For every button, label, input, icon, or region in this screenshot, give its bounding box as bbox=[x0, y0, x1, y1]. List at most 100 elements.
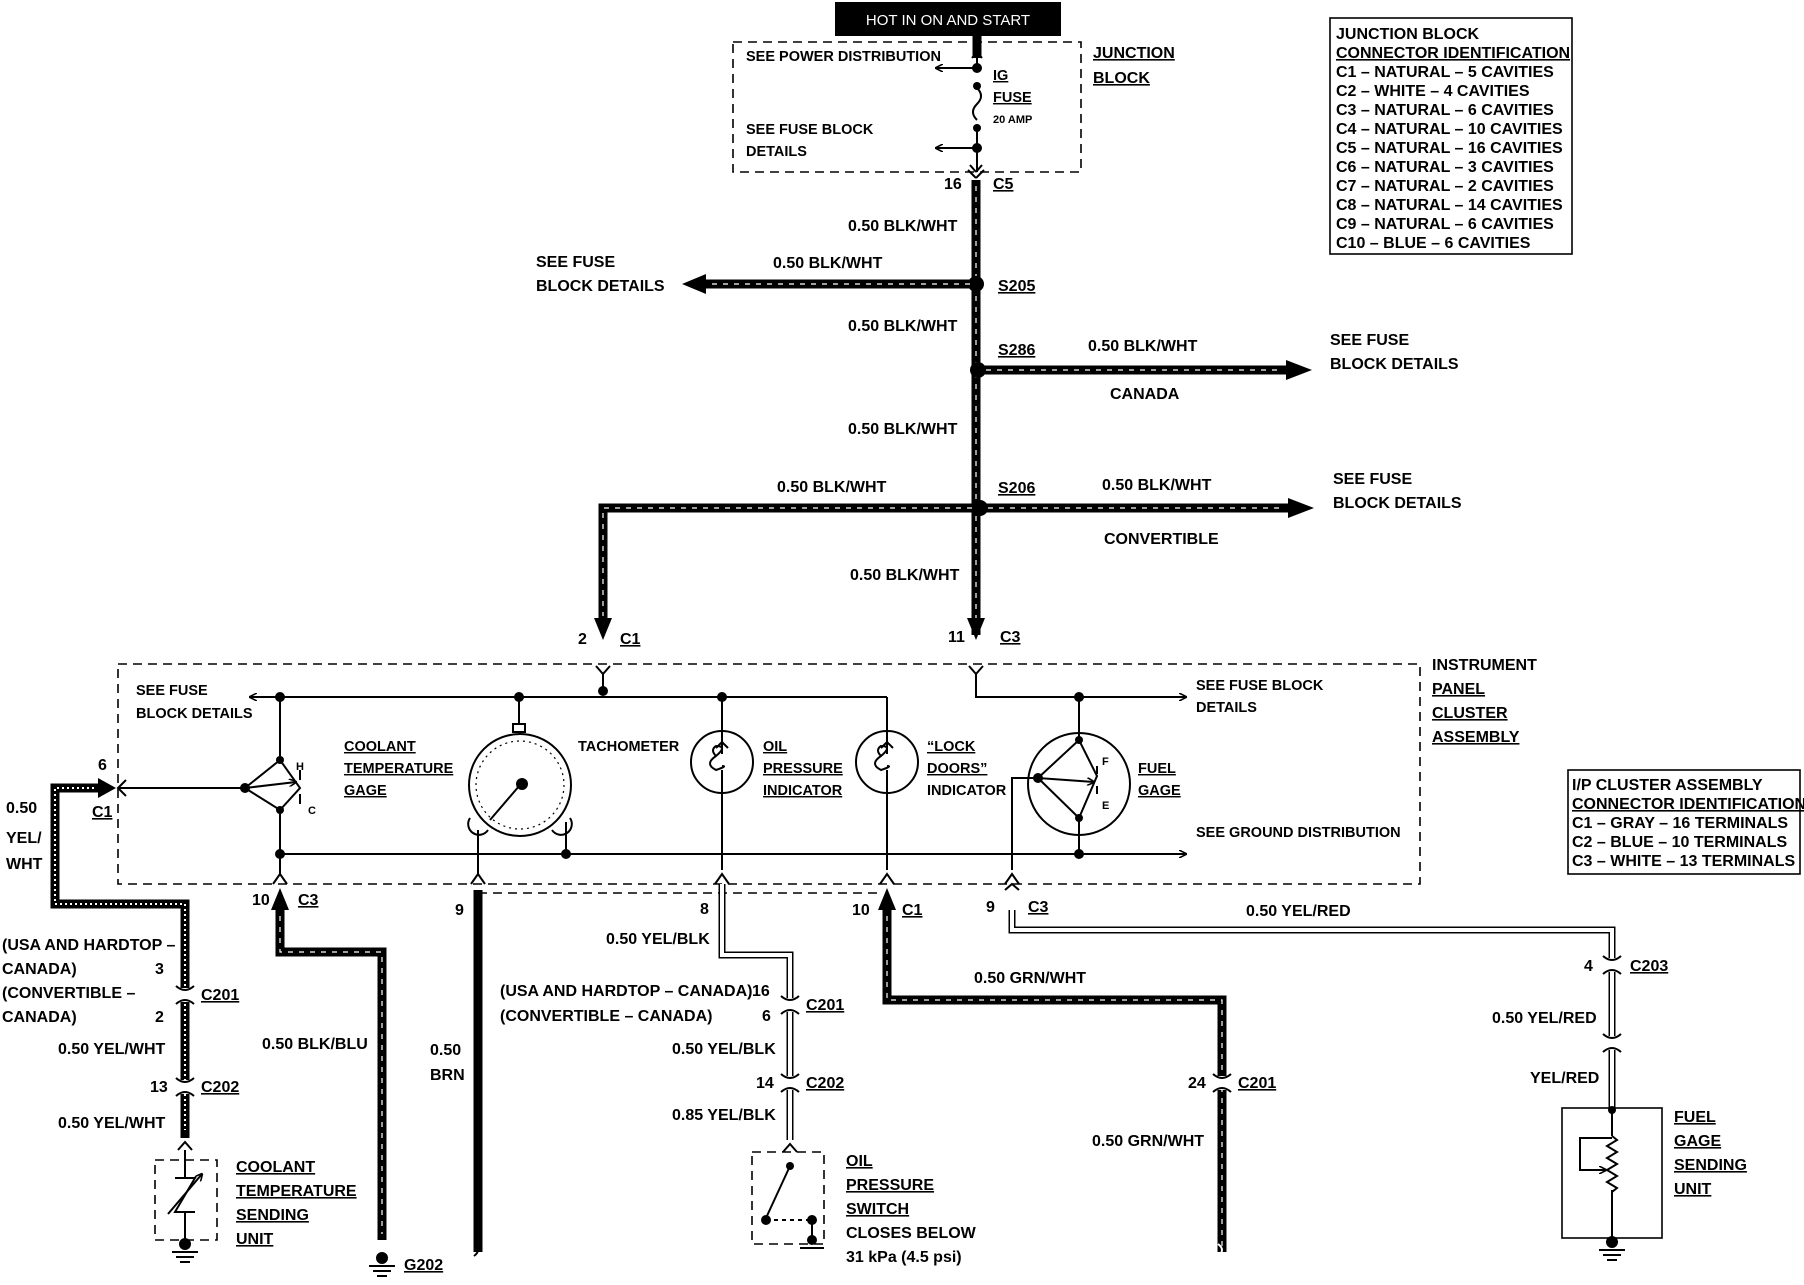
see-fuse-right-2: DETAILS bbox=[1196, 700, 1257, 716]
see-fuse-block-1: SEE FUSE bbox=[1330, 332, 1409, 349]
c201-label: C201 bbox=[806, 997, 844, 1014]
note-2: CANADA) bbox=[2, 961, 77, 978]
wire-label: 0.50 BLK/WHT bbox=[1088, 338, 1198, 355]
c3-label: C3 bbox=[298, 892, 319, 909]
coolant-gage-label-3: GAGE bbox=[344, 783, 387, 799]
lock-doors-circuit: 10 C1 0.50 GRN/WHT 24 C201 0.50 GRN/WHT bbox=[852, 888, 1276, 1257]
c3-top-label: C3 bbox=[1000, 629, 1021, 646]
c3-pin: 9 bbox=[986, 899, 995, 916]
see-fuse-right-1: SEE FUSE BLOCK bbox=[1196, 678, 1324, 694]
c201-pin: 24 bbox=[1188, 1075, 1206, 1092]
c3-label: C3 bbox=[1028, 899, 1049, 916]
cluster-title-4: ASSEMBLY bbox=[1432, 729, 1520, 746]
coolant-sender-label-3: SENDING bbox=[236, 1207, 309, 1224]
c1-top-pin: 2 bbox=[578, 631, 587, 648]
c202-pin: 13 bbox=[150, 1079, 168, 1096]
oil-switch-icon bbox=[761, 1162, 824, 1249]
c201-label: C201 bbox=[201, 987, 239, 1004]
ip-table-title-1: I/P CLUSTER ASSEMBLY bbox=[1572, 777, 1763, 794]
see-fuse-left-1: SEE FUSE bbox=[136, 683, 208, 699]
fuel-sender-label-1: FUEL bbox=[1674, 1109, 1716, 1126]
ground-icon bbox=[172, 1238, 198, 1263]
wire-label: 0.50 BLK/WHT bbox=[777, 479, 887, 496]
jb-table-row: C8 – NATURAL – 14 CAVITIES bbox=[1336, 197, 1563, 214]
coolant-sender-label-4: UNIT bbox=[236, 1231, 274, 1248]
s205-label: S205 bbox=[998, 278, 1035, 295]
wire-label: 0.50 YEL/BLK bbox=[606, 931, 710, 948]
fuel-gage-icon: F E bbox=[1011, 697, 1131, 870]
c1-pin: 10 bbox=[852, 902, 870, 919]
oil-switch-note-1: CLOSES BELOW bbox=[846, 1225, 977, 1242]
gage-e-mark: E bbox=[1102, 800, 1109, 812]
c203-label: C203 bbox=[1630, 958, 1668, 975]
wire-label: 0.50 BLK/WHT bbox=[848, 421, 958, 438]
c202-label: C202 bbox=[806, 1075, 844, 1092]
coolant-gage-label-1: COOLANT bbox=[344, 739, 416, 755]
see-fuse-block-label-1: SEE FUSE BLOCK bbox=[746, 122, 874, 138]
see-fuse-block-2: BLOCK DETAILS bbox=[1333, 495, 1462, 512]
ip-table-row: C1 – GRAY – 16 TERMINALS bbox=[1572, 815, 1788, 832]
cluster-title-2: PANEL bbox=[1432, 681, 1485, 698]
jb-table-row: C5 – NATURAL – 16 CAVITIES bbox=[1336, 140, 1563, 157]
wire-label: 0.85 YEL/BLK bbox=[672, 1107, 776, 1124]
pin-usa: 3 bbox=[155, 961, 164, 978]
s206-label: S206 bbox=[998, 480, 1035, 497]
wire-label: 0.50 BLK/WHT bbox=[850, 567, 960, 584]
oil-switch-label-1: OIL bbox=[846, 1153, 873, 1170]
brown-wire-circuit: 9 0.50 BRN bbox=[430, 890, 880, 1257]
wire-label: 0.50 GRN/WHT bbox=[1092, 1133, 1204, 1150]
junction-block: SEE POWER DISTRIBUTION SEE FUSE BLOCK DE… bbox=[732, 36, 1175, 173]
oil-switch-note-2: 31 kPa (4.5 psi) bbox=[846, 1249, 962, 1266]
gage-c-mark: C bbox=[308, 805, 316, 817]
fuse-name-1: IG bbox=[993, 68, 1008, 84]
s286-label: S286 bbox=[998, 342, 1035, 359]
oil-indicator-label-2: PRESSURE bbox=[763, 761, 843, 777]
wire-label: 0.50 YEL/RED bbox=[1492, 1010, 1597, 1027]
jb-table-title-1: JUNCTION BLOCK bbox=[1336, 26, 1480, 43]
see-fuse-block-1: SEE FUSE bbox=[536, 254, 615, 271]
canada-note: CANADA bbox=[1110, 386, 1180, 403]
coolant-sender-label-2: TEMPERATURE bbox=[236, 1183, 357, 1200]
wire-label: 0.50 BLK/BLU bbox=[262, 1036, 368, 1053]
hot-label: HOT IN ON AND START bbox=[866, 12, 1030, 29]
hot-in-on-and-start-box: HOT IN ON AND START bbox=[835, 2, 1061, 36]
c1-top-label: C1 bbox=[620, 631, 641, 648]
junction-block-title-2: BLOCK bbox=[1093, 70, 1150, 87]
jb-connector-table: JUNCTION BLOCK CONNECTOR IDENTIFICATION … bbox=[1329, 17, 1573, 255]
coolant-circuit: 6 C1 0.50 YEL/ WHT (USA AND HARDTOP – CA… bbox=[2, 757, 357, 1263]
oil-indicator-label-3: INDICATOR bbox=[763, 783, 843, 799]
oil-indicator-label-1: OIL bbox=[763, 739, 787, 755]
main-feed-circuit: 16 C5 0.50 BLK/WHT S205 0.50 BLK/WHT SEE… bbox=[536, 164, 1462, 648]
lock-indicator-label-3: INDICATOR bbox=[927, 783, 1007, 799]
thermistor-icon bbox=[167, 1150, 202, 1244]
wire-label-1: 0.50 bbox=[6, 800, 37, 817]
c202-label: C202 bbox=[201, 1079, 239, 1096]
see-fuse-block-2: BLOCK DETAILS bbox=[536, 278, 665, 295]
tachometer-icon bbox=[467, 697, 573, 874]
jb-table-row: C1 – NATURAL – 5 CAVITIES bbox=[1336, 64, 1554, 81]
junction-block-title-1: JUNCTION bbox=[1093, 45, 1175, 62]
ip-table-row: C2 – BLUE – 10 TERMINALS bbox=[1572, 834, 1787, 851]
c202-pin: 14 bbox=[756, 1075, 774, 1092]
fuel-gage-circuit: 9 C3 0.50 YEL/RED 4 C203 0.50 YEL/RED YE… bbox=[986, 882, 1747, 1261]
wire-label-2: BRN bbox=[430, 1067, 465, 1084]
wire-label-2: YEL/ bbox=[6, 830, 42, 847]
ip-table-row: C3 – WHITE – 13 TERMINALS bbox=[1572, 853, 1795, 870]
instrument-panel-cluster: INSTRUMENT PANEL CLUSTER ASSEMBLY SEE FU… bbox=[116, 657, 1537, 885]
oil-indicator-icon bbox=[690, 697, 754, 870]
jb-table-row: C3 – NATURAL – 6 CAVITIES bbox=[1336, 102, 1554, 119]
note-4: CANADA) bbox=[2, 1009, 77, 1026]
see-fuse-block-label-2: DETAILS bbox=[746, 144, 807, 160]
pin-conv: 2 bbox=[155, 1009, 164, 1026]
fuel-sender-label-2: GAGE bbox=[1674, 1133, 1721, 1150]
wire-label: 0.50 YEL/BLK bbox=[672, 1041, 776, 1058]
see-ground-distribution: SEE GROUND DISTRIBUTION bbox=[1196, 825, 1401, 841]
fuel-sender-rheostat-icon bbox=[1579, 1106, 1619, 1238]
wire-label: YEL/RED bbox=[1530, 1070, 1599, 1087]
jb-table-row: C4 – NATURAL – 10 CAVITIES bbox=[1336, 121, 1563, 138]
c3-top-pin: 11 bbox=[948, 629, 965, 646]
coolant-gage-label-2: TEMPERATURE bbox=[344, 761, 454, 777]
ip-table-title-2: CONNECTOR IDENTIFICATION bbox=[1572, 796, 1804, 813]
pin-usa: 16 bbox=[752, 983, 770, 1000]
